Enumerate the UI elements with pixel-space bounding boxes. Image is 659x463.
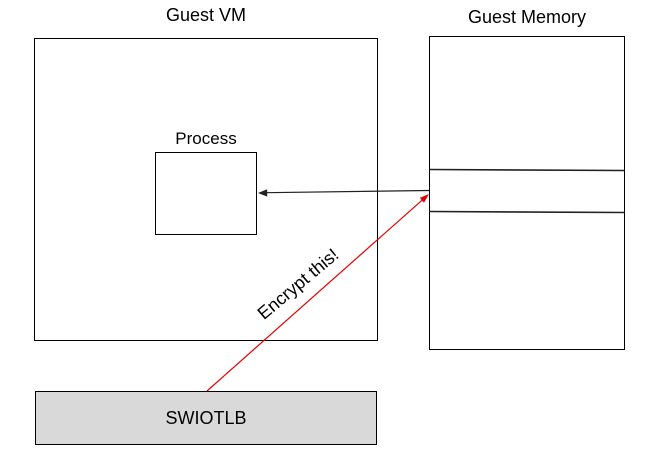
swiotlb-to-memory-arrowhead-icon (419, 194, 429, 203)
process-box (155, 152, 257, 235)
guest-vm-box (34, 38, 378, 341)
swiotlb-label: SWIOTLB (165, 407, 247, 428)
process-title: Process (175, 129, 237, 148)
guest-memory-title: Guest Memory (467, 7, 587, 27)
swiotlb-box: SWIOTLB (35, 391, 377, 445)
guest-vm-title: Guest VM (165, 5, 247, 25)
guest-memory-box (429, 36, 625, 350)
